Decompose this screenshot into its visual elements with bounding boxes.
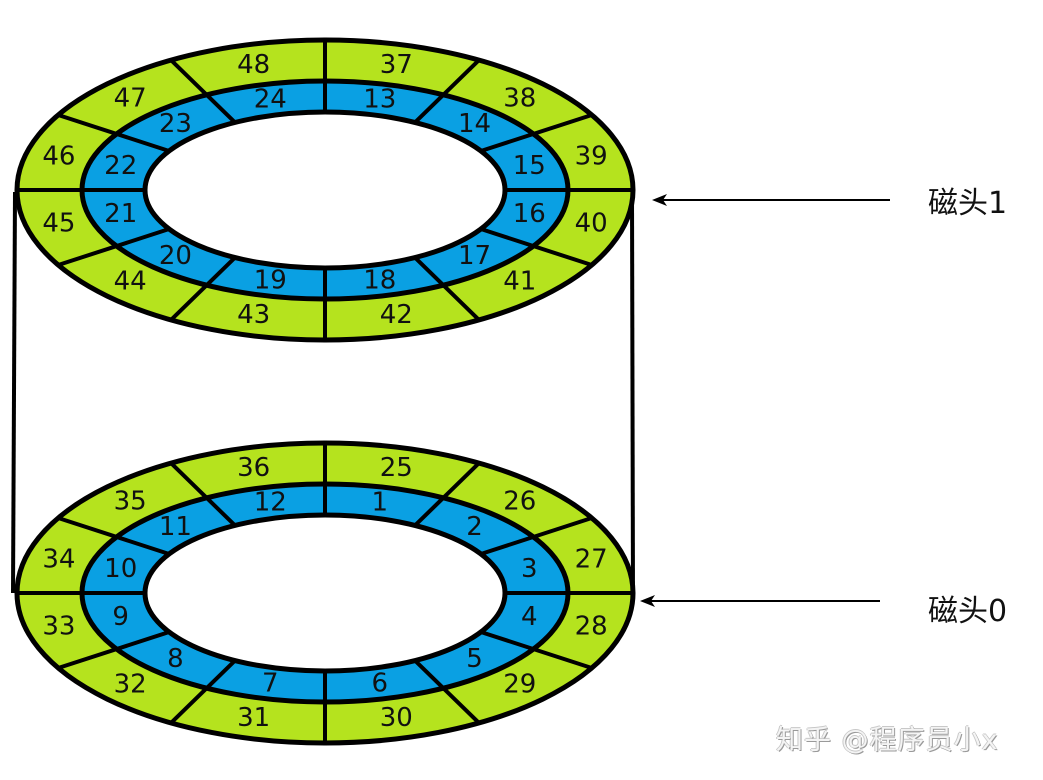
sector-divider: [480, 516, 593, 556]
sector-divider: [57, 630, 170, 670]
sector-number: 9: [112, 602, 129, 632]
sector-number: 29: [503, 670, 536, 700]
sector-number: 28: [575, 612, 608, 642]
sector-number: 20: [159, 241, 192, 271]
sector-number: 27: [575, 544, 608, 574]
sector-number: 32: [114, 670, 147, 700]
sector-divider: [413, 461, 481, 527]
cylinder-left-edge: [11, 191, 17, 594]
sector-number: 11: [159, 512, 192, 542]
sector-number: 17: [458, 241, 491, 271]
sector-number: 46: [42, 141, 75, 171]
sector-number: 40: [575, 209, 608, 239]
sector-divider: [480, 113, 593, 153]
sector-divider: [169, 659, 237, 725]
sector-number: 48: [237, 50, 270, 80]
sector-number: 39: [575, 141, 608, 171]
sector-number: 41: [503, 267, 536, 297]
sector-divider: [169, 461, 237, 527]
head0-arrow: [640, 595, 880, 607]
sector-number: 2: [466, 512, 483, 542]
sector-number: 16: [513, 199, 546, 229]
sector-number: 47: [114, 83, 147, 113]
sector-number: 42: [380, 300, 413, 330]
sector-number: 25: [380, 453, 413, 483]
head0-label: 磁头0: [928, 594, 1008, 629]
sector-number: 7: [262, 668, 279, 698]
sector-divider: [57, 113, 170, 153]
sector-number: 6: [371, 668, 388, 698]
sector-number: 18: [363, 265, 396, 295]
sector-number: 26: [503, 486, 536, 516]
sector-divider: [413, 659, 481, 725]
sector-number: 33: [42, 612, 75, 642]
sector-number: 5: [466, 644, 483, 674]
sector-number: 43: [237, 300, 270, 330]
sector-number: 45: [42, 209, 75, 239]
watermark: 知乎 @程序员小x: [776, 725, 999, 756]
sector-number: 37: [380, 50, 413, 80]
sector-number: 23: [159, 109, 192, 139]
sector-number: 13: [363, 85, 396, 115]
sector-number: 36: [237, 453, 270, 483]
sector-number: 24: [254, 85, 287, 115]
arrowhead-icon: [640, 595, 655, 607]
sector-divider: [413, 58, 481, 124]
sector-number: 19: [254, 265, 287, 295]
sector-divider: [57, 227, 170, 267]
sector-number: 35: [114, 486, 147, 516]
sector-number: 15: [513, 151, 546, 181]
head1-arrow: [652, 194, 890, 206]
sector-divider: [480, 227, 593, 267]
sector-number: 8: [167, 644, 184, 674]
sector-divider: [480, 630, 593, 670]
sector-divider: [169, 256, 237, 322]
sector-divider: [169, 58, 237, 124]
sector-number: 1: [371, 488, 388, 518]
top-platter: 13 14 15 16 17 18 19 20 21 22 23 24 37 38 39 40 41 42 43 44…: [14, 37, 636, 343]
sector-number: 4: [521, 602, 538, 632]
sector-divider: [57, 516, 170, 556]
sector-number: 21: [104, 199, 137, 229]
arrowhead-icon: [652, 194, 667, 206]
sector-number: 30: [380, 703, 413, 733]
cylinder-right-edge: [630, 193, 635, 599]
sector-number: 44: [114, 267, 147, 297]
sector-number: 14: [458, 109, 491, 139]
sector-number: 12: [254, 488, 287, 518]
sector-divider: [413, 256, 481, 322]
sector-number: 31: [237, 703, 270, 733]
sector-number: 38: [503, 83, 536, 113]
sector-number: 3: [521, 554, 538, 584]
sector-number: 34: [42, 544, 75, 574]
sector-number: 22: [104, 151, 137, 181]
spindle-hole: [142, 512, 508, 674]
head1-label: 磁头1: [928, 186, 1008, 221]
spindle-hole: [142, 109, 508, 271]
sector-number: 10: [104, 554, 137, 584]
